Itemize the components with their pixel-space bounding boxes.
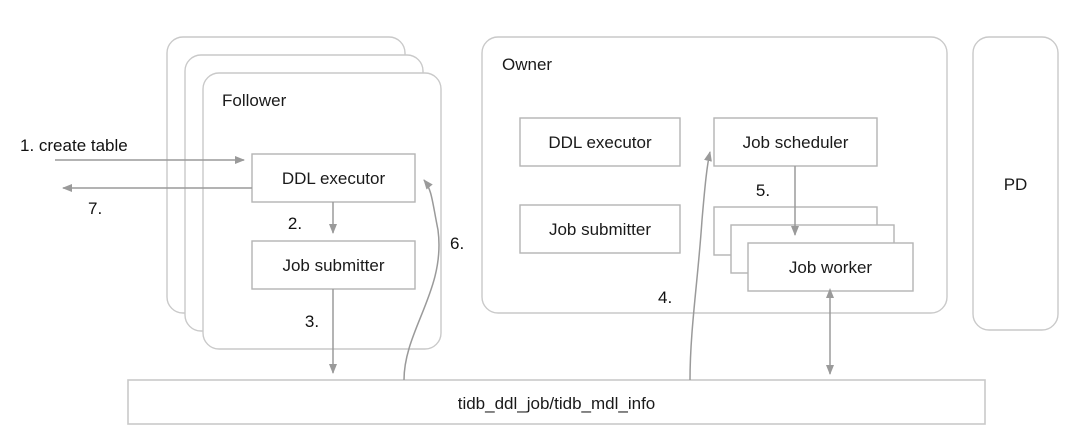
step-label-2: 2. <box>288 214 302 233</box>
follower-ddl-executor-label: DDL executor <box>282 169 386 188</box>
step-label-4: 4. <box>658 288 672 307</box>
owner-job-scheduler-label: Job scheduler <box>743 133 849 152</box>
follower-job-submitter-box[interactable]: Job submitter <box>251 240 416 290</box>
follower-job-submitter-rect <box>251 240 416 290</box>
follower-panel-front <box>202 72 442 350</box>
job-worker-label: Job worker <box>789 258 872 277</box>
pd-panel: PD <box>972 36 1059 331</box>
owner-job-submitter-box[interactable]: Job submitter <box>519 204 681 254</box>
pd-panel-rect <box>972 36 1059 331</box>
edge-step-6 <box>403 179 440 381</box>
follower-job-submitter-label: Job submitter <box>282 256 384 275</box>
owner-job-submitter-label: Job submitter <box>549 220 651 239</box>
step-label-5: 5. <box>756 181 770 200</box>
job-worker-rect-front <box>747 242 914 292</box>
edge-step-4 <box>689 151 712 381</box>
follower-ddl-executor-box[interactable]: DDL executor <box>251 153 416 203</box>
follower-panel-title: Follower <box>222 91 287 110</box>
storage-bar-rect <box>127 379 986 425</box>
storage-bar-label: tidb_ddl_job/tidb_mdl_info <box>458 394 656 413</box>
step-label-6: 6. <box>450 234 464 253</box>
step-label-3: 3. <box>305 312 319 331</box>
pd-label: PD <box>1004 175 1028 194</box>
owner-job-worker-stack[interactable]: Job worker <box>713 206 914 292</box>
owner-panel-title: Owner <box>502 55 552 74</box>
follower-ddl-executor-rect <box>251 153 416 203</box>
owner-job-scheduler-box[interactable]: Job scheduler <box>713 117 878 167</box>
step-label-1: 1. create table <box>20 136 128 155</box>
storage-bar: tidb_ddl_job/tidb_mdl_info <box>127 379 986 425</box>
owner-job-scheduler-rect <box>713 117 878 167</box>
owner-ddl-executor-label: DDL executor <box>548 133 652 152</box>
step-label-7: 7. <box>88 199 102 218</box>
owner-job-submitter-rect <box>519 204 681 254</box>
owner-ddl-executor-box[interactable]: DDL executor <box>519 117 681 167</box>
owner-ddl-executor-rect <box>519 117 681 167</box>
